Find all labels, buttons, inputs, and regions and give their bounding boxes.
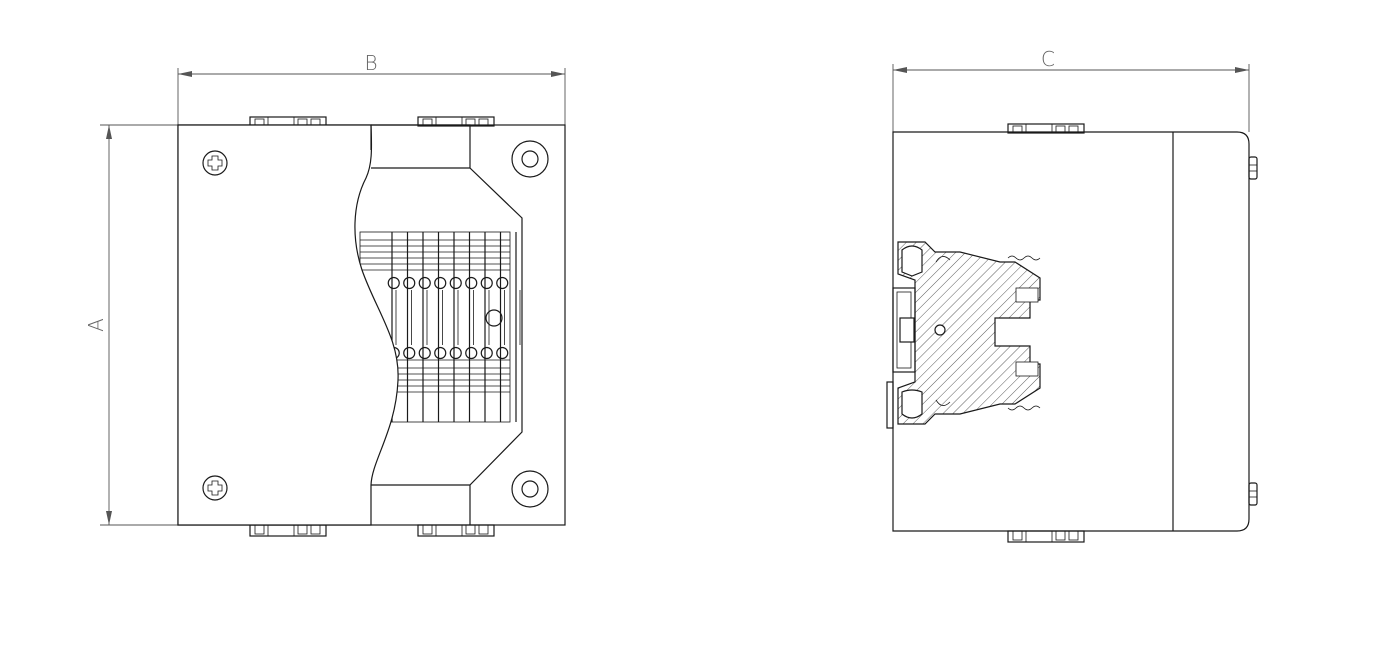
screw-bottom-left [202,475,228,501]
side-top-clip [1007,123,1085,134]
terminal-screw-icon [403,276,416,290]
terminal-screw-icon [480,346,493,360]
terminal-screw-icon [480,276,493,290]
bottom-mounting-clips [249,524,495,537]
terminal-screw-icon [418,346,431,360]
terminal-screw-icon [434,276,447,290]
terminal-cross-section [897,241,1041,425]
mounting-hole-top-right [511,140,549,178]
dimension-b: B [177,51,566,126]
terminal-screw-icon [449,346,462,360]
front-view: B A [84,51,566,537]
dimension-a: A [84,124,178,526]
terminal-screw-icon [434,346,447,360]
terminal-screw-icon [403,346,416,360]
cover-cutaway [177,124,399,526]
mounting-hole-bottom-right [511,470,549,508]
dimension-c: C [892,47,1250,132]
terminal-screw-icon [496,276,509,290]
screw-top-left [202,150,228,176]
terminal-screw-icon [465,346,478,360]
side-housing [892,131,1250,532]
terminal-screw-icon [418,276,431,290]
inner-frame [371,124,523,525]
side-bottom-clip [1007,530,1085,543]
dimension-label-c: C [1041,47,1055,71]
dimension-label-a: A [84,318,108,332]
terminal-screw-icon [496,346,509,360]
terminal-screw-icon [387,276,400,290]
terminal-screw-icon [465,276,478,290]
side-view: C [886,47,1258,543]
ground-terminal-icon [485,309,503,327]
side-knob-bottom [1248,482,1258,506]
terminal-screw-icon [449,276,462,290]
side-knob-top [1248,156,1258,180]
dimension-label-b: B [364,51,377,75]
